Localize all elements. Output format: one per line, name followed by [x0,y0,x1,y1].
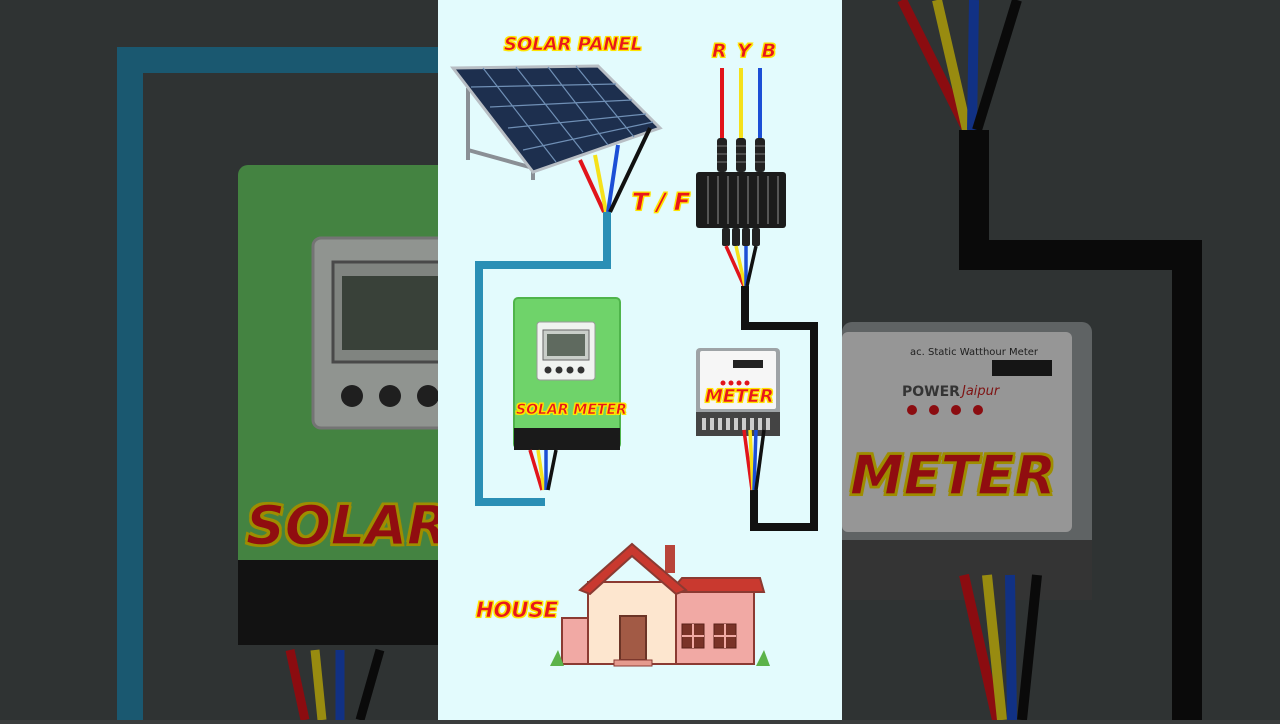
label-solar-meter: SOLAR METER [516,402,627,419]
label-solar-panel: SOLAR PANEL [504,34,643,56]
house-icon [550,542,770,667]
label-house: HOUSE [476,598,559,623]
meter-face [842,332,1072,532]
background-label-meter: METER [849,443,1056,507]
solar-meter-icon [513,297,621,450]
label-r-y-b: R Y B [712,40,777,63]
wiring-diagram-panel: SOLAR PANEL R Y B T / F SOLAR METER METE… [438,0,842,720]
background-right: ac. Static Watthour Meter POWER Jaipur M… [842,0,1280,722]
background-left-art [0,0,458,722]
meter-face-sub-brand: Jaipur [962,384,1000,399]
transformer-icon [696,138,786,246]
background-left: SOLAR M [0,0,522,722]
wiring-diagram [438,0,842,720]
label-meter: METER [705,386,774,408]
black-cable [741,286,818,531]
teal-cable [117,47,438,720]
teal-cable [475,212,611,506]
label-transformer: T / F [632,188,691,217]
meter-face-title: ac. Static Watthour Meter [910,347,1039,358]
meter-face-brand: POWER [902,384,960,400]
solar-panel-icon [449,64,663,180]
energy-meter-icon [696,348,780,436]
background-right-art [842,0,1280,722]
